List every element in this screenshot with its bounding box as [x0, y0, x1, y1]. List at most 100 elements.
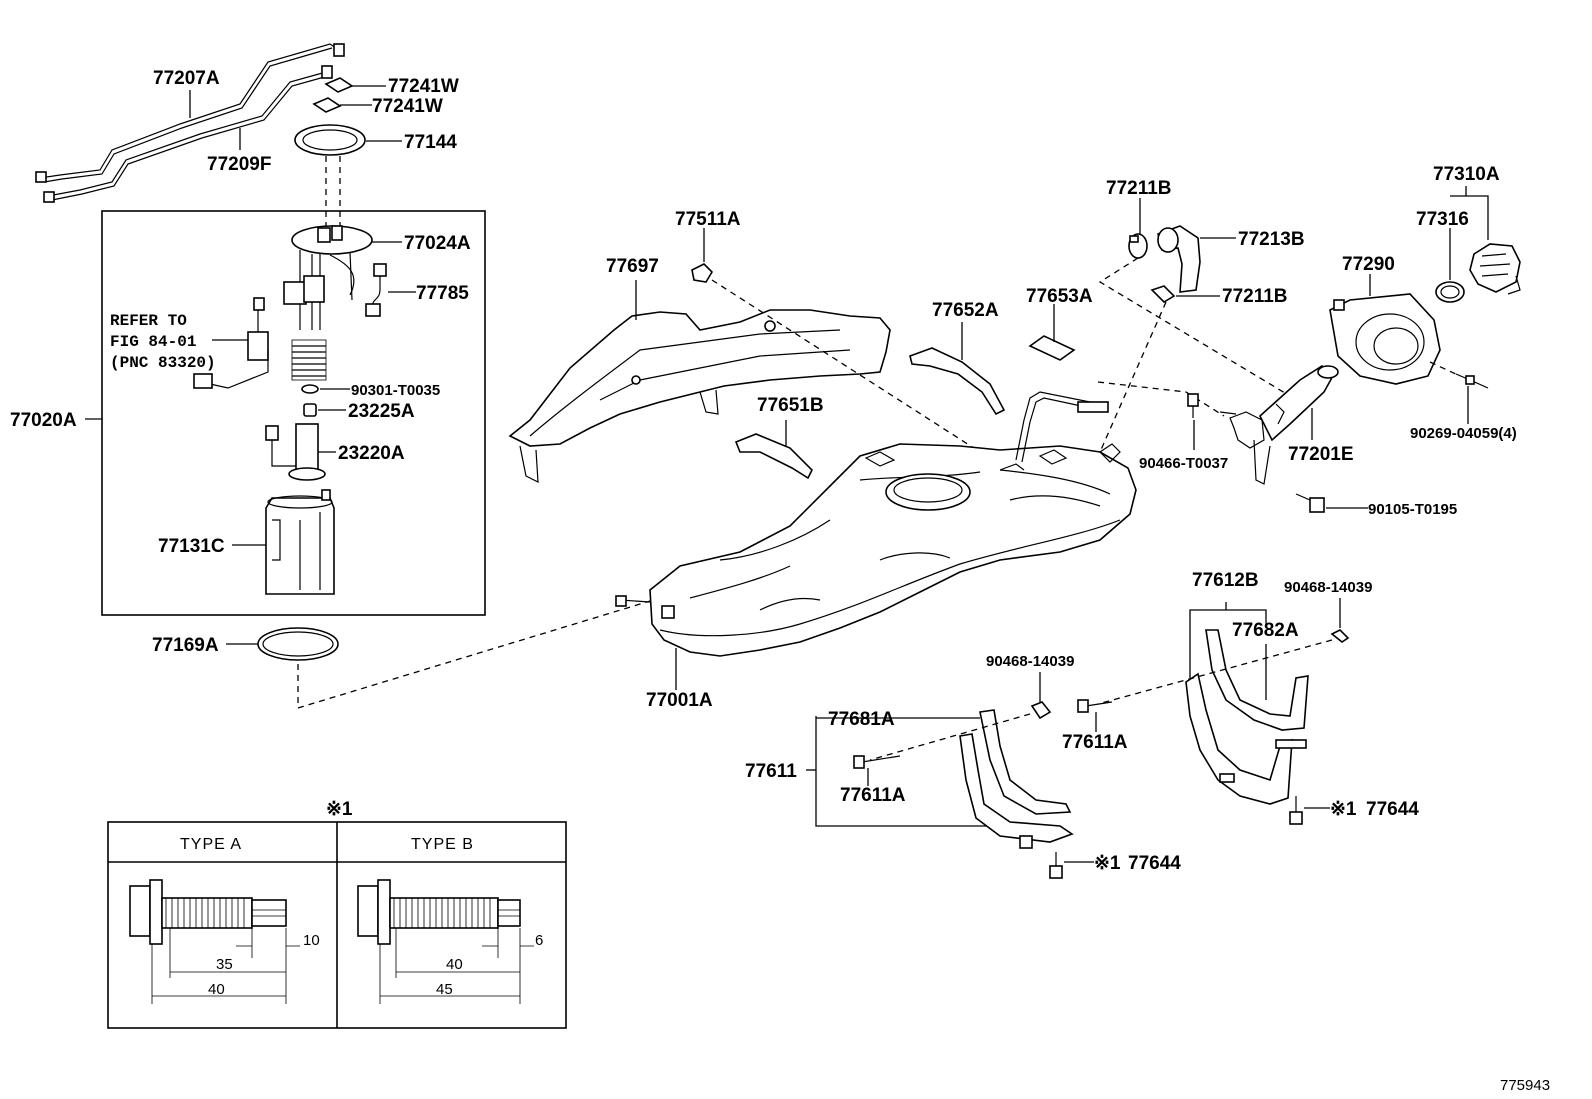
- label-77207A: 77207A: [153, 68, 220, 89]
- label-90468-14039-left: 90468-14039: [986, 653, 1074, 670]
- clamp-77211B-lower[interactable]: [1150, 285, 1176, 304]
- fuel-tank-77001A[interactable]: [615, 391, 1137, 657]
- filler-pipe-77201E[interactable]: [1219, 365, 1339, 485]
- bolt-77611A-right[interactable]: [1077, 699, 1113, 713]
- bolt-90466-T0037[interactable]: [1187, 393, 1199, 418]
- label-77651B: 77651B: [757, 395, 824, 416]
- tank-band-77611[interactable]: [959, 733, 1074, 849]
- guide-line-screw: [1429, 361, 1461, 377]
- label-77241W-upper: 77241W: [388, 76, 459, 97]
- label-23220A: 23220A: [338, 443, 405, 464]
- bolt-77644-right[interactable]: [1289, 796, 1303, 825]
- leader-77310A: [1450, 195, 1489, 240]
- label-77316: 77316: [1416, 209, 1469, 230]
- label-77169A: 77169A: [152, 635, 219, 656]
- diagram-id-code: 775943: [1500, 1077, 1550, 1094]
- bolt-type-table: [107, 821, 567, 1029]
- fuel-pump-23220A[interactable]: [265, 423, 326, 481]
- label-23225A: 23225A: [348, 401, 415, 422]
- label-77310A: 77310A: [1433, 164, 1500, 185]
- fuel-line-assembly[interactable]: [35, 43, 345, 203]
- label-77209F: 77209F: [207, 154, 271, 175]
- label-77644-left: 77644: [1128, 853, 1181, 874]
- guide-line-hose-2: [1099, 301, 1167, 453]
- label-77652A: 77652A: [932, 300, 999, 321]
- bolt-77611A-left[interactable]: [853, 755, 901, 769]
- label-77213B: 77213B: [1238, 229, 1305, 250]
- label-77024A: 77024A: [404, 233, 471, 254]
- type-a-dim-small: 10: [303, 932, 320, 949]
- label-77653A: 77653A: [1026, 286, 1093, 307]
- tank-band-77681A[interactable]: [979, 709, 1072, 815]
- label-77682A: 77682A: [1232, 620, 1299, 641]
- table-note-mark: ※1: [326, 799, 353, 820]
- label-77020A: 77020A: [10, 410, 77, 431]
- hose-77213B[interactable]: [1157, 225, 1201, 293]
- fuel-filler-housing-77290[interactable]: [1329, 293, 1441, 385]
- label-77612B: 77612B: [1192, 570, 1259, 591]
- tank-band-77612B[interactable]: [1185, 672, 1307, 805]
- label-90466-T0037: 90466-T0037: [1139, 455, 1228, 472]
- fuel-sender-gauge[interactable]: [193, 297, 269, 389]
- clip-77241W-lower[interactable]: [312, 97, 342, 113]
- bolt-90105-T0195[interactable]: [1295, 493, 1325, 513]
- pump-spring[interactable]: [291, 339, 327, 381]
- guide-line-bolt-left: [869, 713, 1031, 761]
- refer-line-2: FIG 84-01: [110, 333, 196, 351]
- leader-77612B: [1189, 609, 1267, 678]
- protector-77651B[interactable]: [734, 433, 813, 480]
- type-a-header: TYPE A: [180, 836, 242, 853]
- label-77681A: 77681A: [828, 709, 895, 730]
- label-90468-14039-right: 90468-14039: [1284, 579, 1372, 596]
- screw-90269-04059[interactable]: [1455, 373, 1489, 389]
- refer-line-1: REFER TO: [110, 312, 187, 330]
- guide-line-pipe: [1097, 381, 1225, 417]
- gasket-77316[interactable]: [1435, 281, 1465, 303]
- guide-line-gasket: [297, 597, 661, 709]
- clip-77241W-upper[interactable]: [324, 77, 354, 93]
- label-77241W-lower: 77241W: [372, 96, 443, 117]
- label-77611A-right: 77611A: [1062, 732, 1128, 753]
- note-mark-right: ※1: [1330, 799, 1357, 820]
- type-b-dim-total: 45: [436, 981, 453, 998]
- wire-harness-77785[interactable]: [365, 263, 387, 317]
- type-b-dim-mid: 40: [446, 956, 463, 973]
- o-ring-90301[interactable]: [301, 384, 319, 394]
- pad-77653A[interactable]: [1028, 335, 1076, 361]
- label-77201E: 77201E: [1288, 444, 1354, 465]
- label-77697: 77697: [606, 256, 659, 277]
- retainer-ring-77144[interactable]: [294, 124, 366, 156]
- label-77611A-left: 77611A: [840, 785, 906, 806]
- filter-23225A[interactable]: [303, 403, 317, 417]
- label-77785: 77785: [416, 283, 469, 304]
- type-b-bolt-drawing: [357, 879, 534, 1004]
- type-b-header: TYPE B: [411, 836, 474, 853]
- protector-77652A[interactable]: [909, 347, 1006, 416]
- fuel-cap-77310A[interactable]: [1469, 243, 1521, 295]
- clip-77511A[interactable]: [691, 263, 714, 283]
- tank-band-77682A[interactable]: [1205, 629, 1309, 731]
- pump-flange-77024A[interactable]: [283, 225, 373, 330]
- type-a-dim-mid: 35: [216, 956, 233, 973]
- label-77644-right: 77644: [1366, 799, 1419, 820]
- type-a-dim-total: 40: [208, 981, 225, 998]
- label-90269-04059: 90269-04059(4): [1410, 425, 1517, 442]
- refer-line-3: (PNC 83320): [110, 354, 216, 372]
- heat-insulator-77697[interactable]: [508, 309, 891, 484]
- bolt-77644-left[interactable]: [1049, 852, 1063, 879]
- clip-90468-14039-right[interactable]: [1330, 629, 1350, 643]
- clamp-77211B-upper[interactable]: [1128, 233, 1148, 259]
- guide-line-bolt-right: [1097, 639, 1333, 705]
- label-77144: 77144: [404, 132, 457, 153]
- label-77131C: 77131C: [158, 536, 225, 557]
- label-77211B-upper: 77211B: [1106, 178, 1172, 199]
- gasket-77169A[interactable]: [257, 627, 339, 661]
- label-77001A: 77001A: [646, 690, 713, 711]
- label-77611: 77611: [745, 761, 797, 782]
- type-b-dim-small: 6: [535, 932, 543, 949]
- guide-line-77511A: [711, 279, 981, 453]
- clip-90468-14039-left[interactable]: [1030, 701, 1052, 720]
- pump-bracket-77131C[interactable]: [265, 489, 335, 595]
- label-90301-T0035: 90301-T0035: [351, 382, 440, 399]
